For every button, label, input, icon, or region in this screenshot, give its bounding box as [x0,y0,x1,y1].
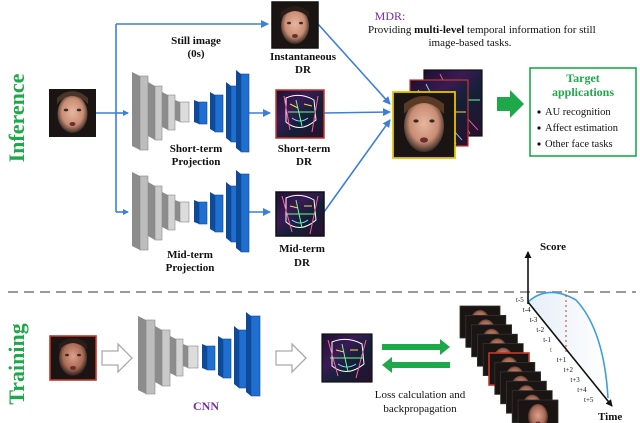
training-frame-sequence [459,305,559,423]
time-tick-label: t+3 [570,376,580,384]
training-output-arrow-icon [275,342,307,374]
mid-term-projection-label-1: Mid-term [167,249,213,261]
time-tick-label: t+5 [584,396,594,404]
loss-label-1: Loss calculation and [375,389,466,401]
time-tick-label: t+4 [577,386,587,394]
mdr-line1-bold: multi-level [414,24,464,36]
score-time-plot [524,251,613,407]
time-tick-label: t-5 [516,296,524,304]
mdr-line1-pre: Providing [368,24,414,36]
target-item: Affect estimation [545,123,619,134]
short-term-projection-network [132,70,250,153]
time-tick-label: t+1 [557,356,567,364]
short-term-dr-image [275,89,325,139]
green-arrow-icon [497,90,524,118]
mdr-line1-post: temporal information for still [464,24,595,36]
still-image-time-label: (0s) [187,48,204,60]
target-title-2: applications [552,85,614,99]
mid-term-projection-label-2: Projection [166,262,215,274]
mdr-description-line-2: image-based tasks. [428,37,511,49]
short-term-dr-label-2: DR [296,156,313,168]
training-dr-image [321,333,373,383]
instantaneous-dr-label-1: Instantaneous [270,51,337,63]
score-curve [527,291,609,399]
score-axis-label: Score [540,241,566,253]
inference-label: Inference [4,73,29,162]
target-item: AU recognition [545,107,611,118]
short-term-projection-label-1: Short-term [170,143,223,155]
training-input-face [49,335,97,381]
sequence-frame [517,399,559,423]
training-cnn-network [138,312,261,397]
instantaneous-dr-image [271,1,319,49]
time-tick-label: t-3 [530,316,538,324]
time-tick-label: t-2 [536,326,544,334]
mdr-description-line-1: Providing multi-level temporal informati… [368,24,596,36]
time-ticks: t-5 t-4 t-3 t-2 t-1 t t+1 t+2 t+3 t+4 t+5 [516,296,594,404]
mdr-image-stack [392,69,483,159]
short-term-projection-label-2: Projection [172,156,221,168]
time-axis-label: Time [598,411,622,423]
loss-label-2: backpropagation [383,403,457,415]
mid-term-dr-image [275,191,325,237]
loss-exchange-arrows [382,339,450,373]
time-tick-label: t+2 [564,366,574,374]
input-face-image [49,89,96,137]
training-label: Training [4,323,29,405]
instantaneous-dr-label-2: DR [295,64,312,76]
target-title-1: Target [566,71,600,85]
target-item: Other face tasks [545,139,613,150]
time-axis [527,301,613,407]
target-applications-box [529,67,637,157]
branch-arrows [96,20,391,216]
short-term-dr-label-1: Short-term [278,143,331,155]
time-tick-label: t [550,346,552,354]
training-input-arrow-icon [101,342,133,374]
mid-term-projection-network [132,170,250,253]
mid-term-dr-label-1: Mid-term [279,243,325,255]
time-tick-label: t-1 [543,336,551,344]
target-items: AU recognition Affect estimation Other f… [537,107,619,150]
still-image-label: Still image [171,35,221,47]
cnn-label: CNN [193,399,219,413]
mdr-title: MDR: [375,9,406,23]
mid-term-dr-label-2: DR [294,257,311,269]
time-tick-label: t-4 [523,306,531,314]
